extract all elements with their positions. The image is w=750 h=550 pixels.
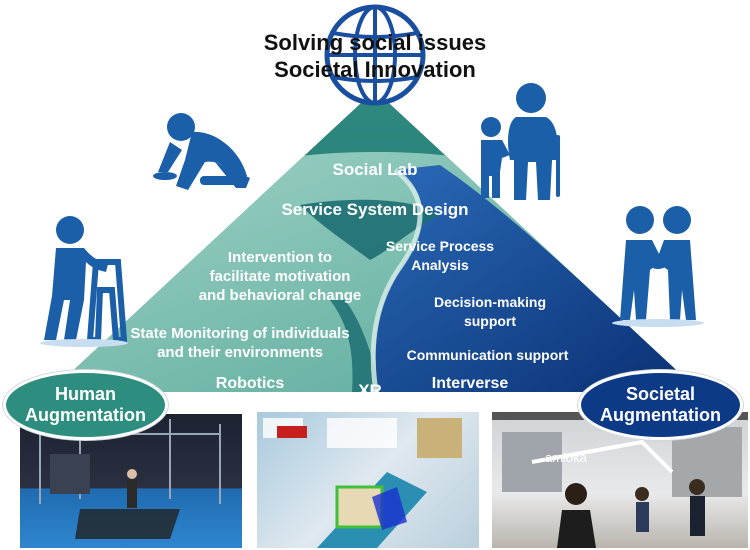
- oval-societal-line-1: Societal: [625, 384, 696, 404]
- label-service-process-1: Service Process: [385, 238, 495, 254]
- oval-human-augmentation: Human Augmentation: [3, 370, 168, 440]
- title-line-2: Societal Innovation: [274, 57, 476, 82]
- label-intervention-2: facilitate motivation: [209, 268, 351, 285]
- pyramid-highlight: [370, 168, 423, 392]
- pyramid-swoosh-lower: [330, 300, 380, 392]
- walker-person-icon: [40, 216, 128, 347]
- label-intervention-3: and behavioral change: [198, 287, 362, 304]
- title-line-1: Solving social issues: [263, 30, 487, 55]
- label-decision-making-2: support: [463, 313, 517, 329]
- oval-societal-line-2: Augmentation: [600, 405, 721, 425]
- label-interverse: Interverse: [431, 375, 509, 392]
- photo-name-tag: amioka: [545, 450, 587, 465]
- pyramid-swoosh-upper: [300, 199, 440, 260]
- label-state-monitoring-2: and their environments: [157, 344, 323, 361]
- crawling-person-icon: [153, 113, 250, 190]
- handshake-icon: [612, 206, 704, 327]
- pyramid-band-navy: [375, 165, 700, 392]
- label-social-lab: Social Lab: [332, 160, 418, 179]
- label-decision-making-1: Decision-making: [433, 294, 547, 310]
- photo-xr: [257, 412, 479, 548]
- oval-societal-augmentation: Societal Augmentation: [578, 370, 743, 440]
- label-service-process-2: Analysis: [411, 257, 469, 273]
- label-service-system-design: Service System Design: [281, 200, 469, 219]
- oval-human-line-2: Augmentation: [25, 405, 146, 425]
- label-intervention-1: Intervention to: [227, 249, 333, 266]
- globe-icon: [324, 4, 426, 106]
- label-robotics: Robotics: [215, 375, 285, 392]
- oval-human-line-1: Human: [54, 384, 116, 404]
- label-state-monitoring-1: State Monitoring of individuals: [130, 325, 350, 342]
- label-xr: XR: [358, 381, 382, 400]
- label-communication-support: Communication support: [406, 347, 569, 363]
- elder-with-child-icon: [481, 83, 560, 200]
